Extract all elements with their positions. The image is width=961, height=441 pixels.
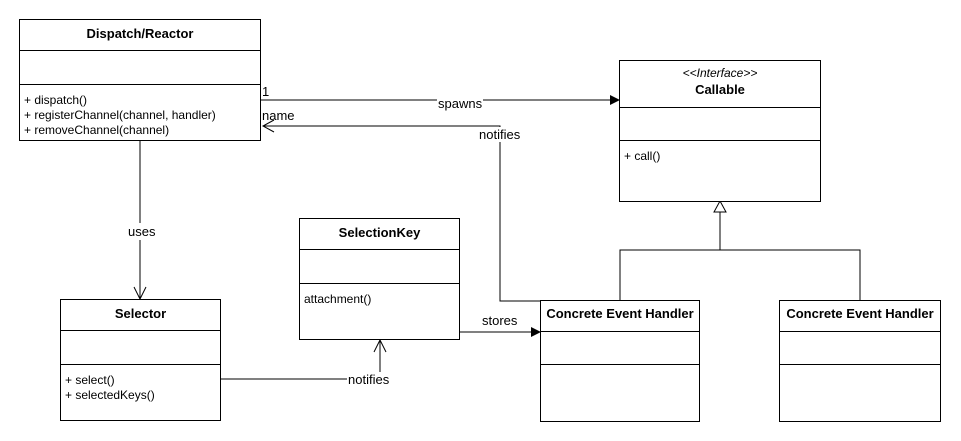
notifies-dispatch-end-label: name [262, 108, 295, 123]
uses-label: uses [126, 223, 158, 240]
selection-key-methods: attachment() [300, 283, 459, 339]
selector-class[interactable]: Selector + select() + selectedKeys() [60, 299, 221, 421]
selector-title: Selector [114, 306, 167, 321]
realization-line [619, 249, 861, 300]
callable-title: Callable [695, 82, 745, 97]
method-attachment: attachment() [304, 292, 372, 306]
stores-label: stores [482, 313, 518, 328]
method-remove-channel: + removeChannel(channel) [24, 123, 170, 137]
notifies-dispatch-label: notifies [478, 127, 522, 142]
handler-1-methods [541, 364, 699, 421]
notifies-selectionkey-label: notifies [347, 372, 391, 387]
handler-1-attributes [541, 331, 699, 364]
spawns-multiplicity: 1 [262, 84, 270, 99]
callable-stereotype: <<Interface>> [682, 66, 758, 80]
method-select: + select() [65, 373, 115, 387]
concrete-event-handler-class-1[interactable]: Concrete Event Handler [540, 300, 700, 422]
handler-2-attributes [780, 331, 940, 364]
dispatch-attributes [20, 50, 260, 84]
selection-key-title: SelectionKey [338, 225, 421, 240]
method-register-channel: + registerChannel(channel, handler) [24, 108, 216, 122]
method-dispatch: + dispatch() [24, 93, 88, 107]
selector-methods: + select() + selectedKeys() [61, 364, 220, 420]
concrete-event-handler-class-2[interactable]: Concrete Event Handler [779, 300, 941, 422]
dispatch-methods: + dispatch() + registerChannel(channel, … [20, 84, 260, 140]
callable-interface[interactable]: <<Interface>> Callable + call() [619, 60, 821, 202]
dispatch-reactor-title: Dispatch/Reactor [86, 26, 194, 41]
notifies-dispatch-arrowhead [261, 119, 275, 133]
callable-methods: + call() [620, 140, 820, 201]
method-call: + call() [624, 149, 661, 163]
notifies-selectionkey-arrowhead [373, 338, 387, 353]
method-selected-keys: + selectedKeys() [65, 388, 155, 402]
notifies-dispatch-line [263, 125, 541, 302]
concrete-event-handler-title-1: Concrete Event Handler [546, 306, 694, 321]
selection-key-attributes [300, 249, 459, 283]
callable-attributes [620, 107, 820, 140]
concrete-event-handler-title-2: Concrete Event Handler [786, 306, 934, 321]
dispatch-reactor-class[interactable]: Dispatch/Reactor + dispatch() + register… [19, 19, 261, 141]
handler-2-methods [780, 364, 940, 421]
selection-key-class[interactable]: SelectionKey attachment() [299, 218, 460, 340]
selector-attributes [61, 330, 220, 364]
spawns-label: spawns [437, 96, 484, 111]
realization-triangle [713, 199, 727, 213]
